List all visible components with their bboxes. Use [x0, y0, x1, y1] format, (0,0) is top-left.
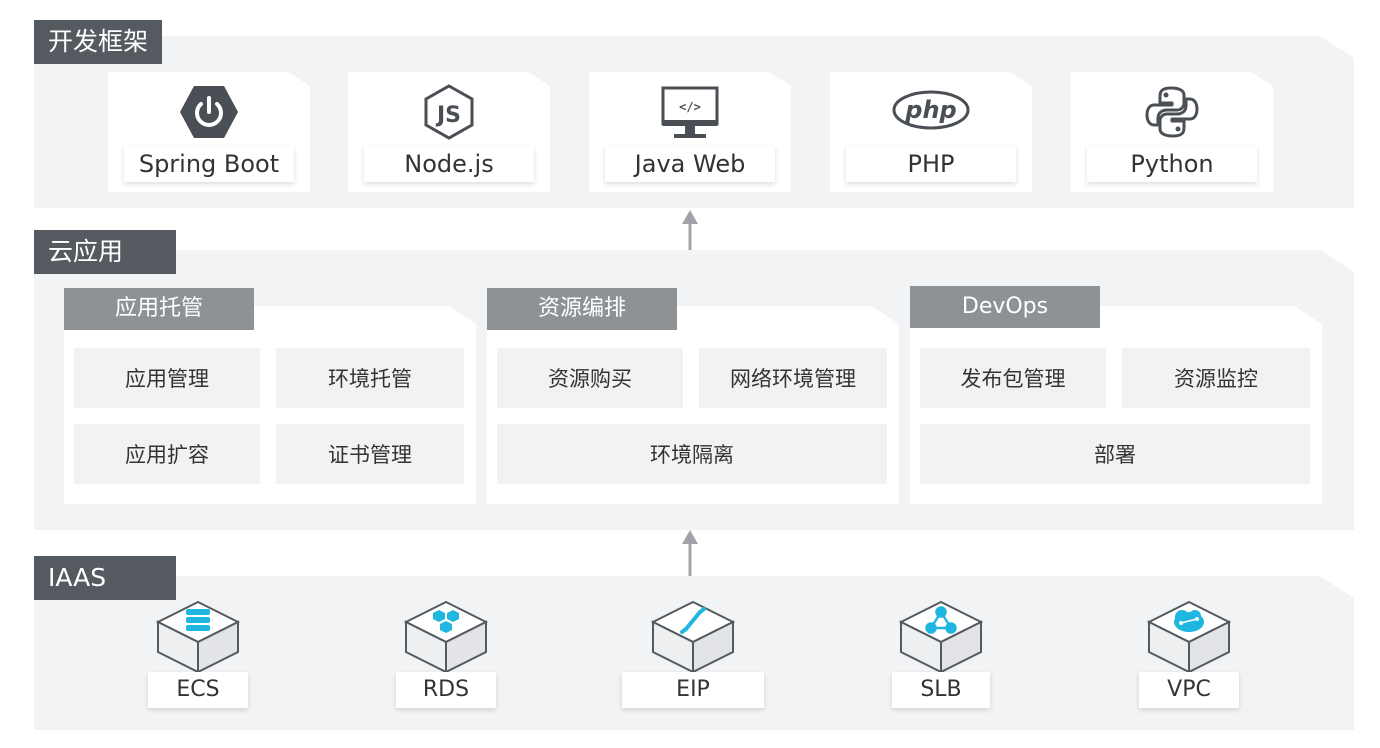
iaas-label-eip: EIP — [622, 672, 764, 708]
framework-label: Node.js — [364, 146, 534, 182]
framework-card-nodejs[interactable]: JS Node.js — [348, 72, 550, 192]
nodejs-hexagon-icon: JS — [423, 84, 475, 144]
python-logo-icon — [1144, 84, 1200, 144]
framework-label: Python — [1087, 146, 1257, 182]
server-stack-icon — [186, 609, 210, 631]
iaas-label-slb: SLB — [892, 672, 990, 708]
php-logo-icon: php — [891, 84, 971, 144]
resource-monitoring-cell[interactable]: 资源监控 — [1122, 348, 1310, 408]
group-title: DevOps — [910, 286, 1100, 328]
ecs-box[interactable] — [155, 600, 241, 678]
eip-box[interactable] — [650, 600, 736, 678]
framework-card-java-web[interactable]: </> Java Web — [589, 72, 791, 192]
iaas-label-vpc: VPC — [1139, 672, 1239, 708]
resource-purchase-cell[interactable]: 资源购买 — [497, 348, 683, 408]
svg-text:</>: </> — [679, 100, 701, 114]
link-icon — [680, 607, 706, 634]
spring-boot-power-icon — [179, 84, 239, 144]
group-title: 应用托管 — [64, 288, 254, 330]
iaas-label-rds: RDS — [396, 672, 496, 708]
app-management-cell[interactable]: 应用管理 — [74, 348, 260, 408]
rds-box[interactable] — [403, 600, 489, 678]
framework-section-title: 开发框架 — [34, 20, 163, 64]
app-scaling-cell[interactable]: 应用扩容 — [74, 424, 260, 484]
monitor-code-icon: </> — [660, 84, 720, 144]
framework-card-php[interactable]: php PHP — [830, 72, 1032, 192]
network-nodes-icon — [925, 606, 957, 634]
release-package-management-cell[interactable]: 发布包管理 — [920, 348, 1106, 408]
framework-label: Spring Boot — [124, 146, 294, 182]
framework-card-spring-boot[interactable]: Spring Boot — [108, 72, 310, 192]
deployment-cell[interactable]: 部署 — [920, 424, 1310, 484]
cloud-network-icon — [1174, 610, 1204, 632]
network-env-management-cell[interactable]: 网络环境管理 — [699, 348, 887, 408]
iaas-label-ecs: ECS — [148, 672, 248, 708]
env-isolation-cell[interactable]: 环境隔离 — [497, 424, 887, 484]
vpc-box[interactable] — [1146, 600, 1232, 678]
svg-text:php: php — [904, 96, 956, 124]
framework-card-python[interactable]: Python — [1071, 72, 1273, 192]
svg-text:JS: JS — [435, 103, 461, 128]
up-arrow-icon — [680, 530, 700, 582]
slb-box[interactable] — [898, 600, 984, 678]
cloud-app-section-title: 云应用 — [34, 230, 176, 274]
cert-management-cell[interactable]: 证书管理 — [276, 424, 464, 484]
env-hosting-cell[interactable]: 环境托管 — [276, 348, 464, 408]
framework-label: PHP — [846, 146, 1016, 182]
database-cluster-icon — [433, 610, 459, 633]
framework-label: Java Web — [605, 146, 775, 182]
up-arrow-icon — [680, 210, 700, 258]
iaas-section-title: IAAS — [34, 556, 176, 600]
group-title: 资源编排 — [487, 288, 677, 330]
